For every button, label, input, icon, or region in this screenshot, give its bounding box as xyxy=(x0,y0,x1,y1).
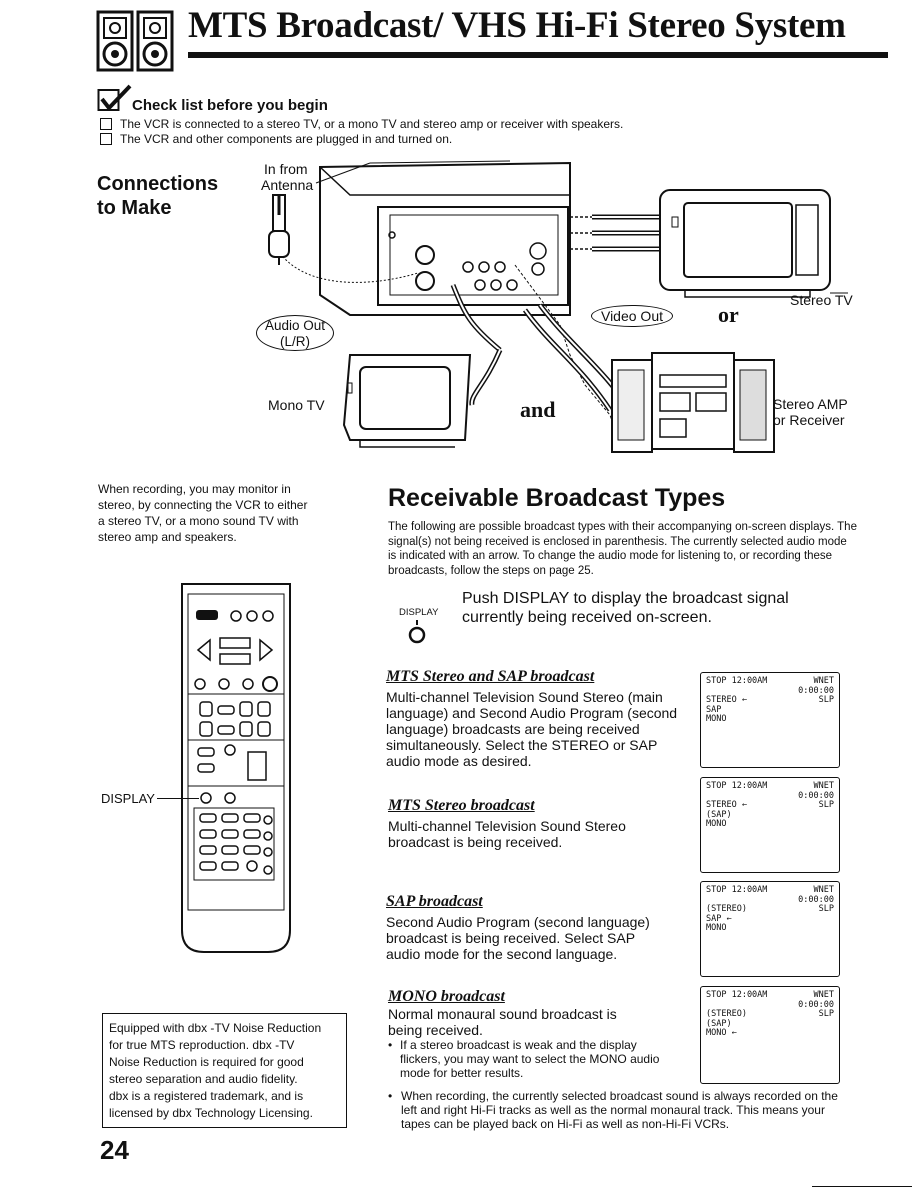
section-heading: Receivable Broadcast Types xyxy=(388,484,726,512)
stereo-tv-illustration xyxy=(659,189,831,298)
display-label: DISPLAY xyxy=(101,791,155,806)
mono-body: Normal monaural sound broadcast is being… xyxy=(388,1006,617,1038)
sap-title: SAP broadcast xyxy=(386,893,483,910)
checkmark-icon xyxy=(97,84,132,112)
mono-bullet: •If a stereo broadcast is weak and the d… xyxy=(388,1038,660,1080)
mts-stereo-body: Multi-channel Television Sound Stereo br… xyxy=(388,818,626,850)
checklist-title: Check list before you begin xyxy=(132,97,328,114)
connection-diagram xyxy=(268,160,848,453)
display-button-icon xyxy=(408,620,426,644)
vcr-illustration xyxy=(319,161,571,316)
mts-stereo-sap-title: MTS Stereo and SAP broadcast xyxy=(386,668,595,685)
page-number: 24 xyxy=(100,1135,129,1165)
speaker-icon xyxy=(96,10,174,72)
mono-tv-illustration xyxy=(342,354,472,448)
push-display-instruction: Push DISPLAY to display the broadcast si… xyxy=(462,590,789,626)
stereo-amp-label: Stereo AMP or Receiver xyxy=(773,396,848,428)
sap-body: Second Audio Program (second language) b… xyxy=(386,914,650,962)
audio-out-label: Audio Out (L/R) xyxy=(256,315,334,351)
footer-rule xyxy=(812,1186,912,1187)
checklist-item: The VCR and other components are plugged… xyxy=(100,132,452,146)
mts-stereo-title: MTS Stereo broadcast xyxy=(388,797,535,814)
display-pointer xyxy=(157,798,199,799)
remote-control-illustration xyxy=(181,583,291,953)
antenna-plug xyxy=(268,194,290,265)
in-from-label: In from Antenna xyxy=(261,161,314,193)
section-intro: The following are possible broadcast typ… xyxy=(388,521,857,577)
mono-tv-label: Mono TV xyxy=(268,397,325,413)
recording-bullet: •When recording, the currently selected … xyxy=(388,1089,838,1131)
dbx-note: Equipped with dbx -TV Noise Reduction fo… xyxy=(102,1013,347,1128)
mts-stereo-sap-body: Multi-channel Television Sound Stereo (m… xyxy=(386,689,678,769)
checkbox-icon xyxy=(100,133,112,145)
display-button-label: DISPLAY xyxy=(399,607,439,618)
and-label: and xyxy=(520,397,556,422)
title-rule xyxy=(188,52,888,58)
checklist-item: The VCR is connected to a stereo TV, or … xyxy=(100,117,623,131)
checkbox-icon xyxy=(100,118,112,130)
monitor-note: When recording, you may monitor in stere… xyxy=(98,482,308,544)
stereo-amp-illustration xyxy=(611,352,775,453)
mono-title: MONO broadcast xyxy=(388,988,505,1005)
page-title: MTS Broadcast/ VHS Hi-Fi Stereo System xyxy=(188,5,846,46)
connections-title: Connections to Make xyxy=(97,173,219,219)
or-label: or xyxy=(718,302,739,327)
video-out-label: Video Out xyxy=(591,305,673,327)
stereo-tv-label: Stereo TV xyxy=(790,292,853,308)
